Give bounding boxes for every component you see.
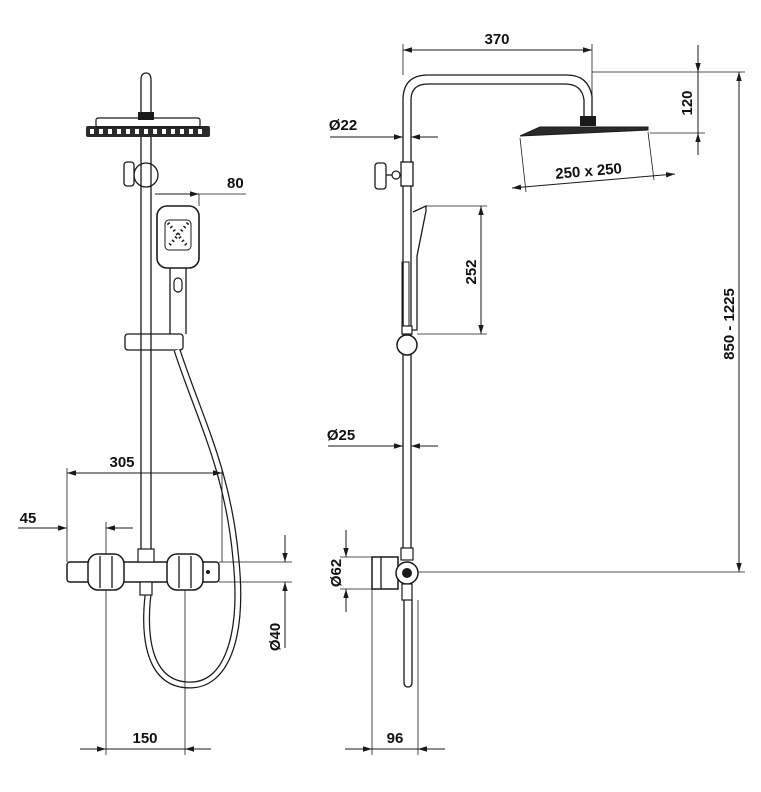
dim-45-label: 45 xyxy=(20,510,37,527)
dim-96-label: 96 xyxy=(387,730,404,747)
side-dimensions: 370 120 Ø22 250 x 250 252 850 - 1225 Ø25 xyxy=(327,31,745,755)
dim-850-1225-label: 850 - 1225 xyxy=(721,288,738,360)
thermostat-body-front xyxy=(66,548,220,596)
dim-250-label: 250 x 250 xyxy=(555,160,623,183)
front-dimensions: 80 305 45 Ø40 150 xyxy=(18,175,292,755)
diverter-knob-front xyxy=(123,161,159,188)
hand-shower-side xyxy=(401,204,427,335)
riser-top xyxy=(140,72,152,112)
rain-head-side xyxy=(519,126,649,137)
front-view xyxy=(66,72,242,689)
diverter-side xyxy=(374,161,414,190)
dim-120-label: 120 xyxy=(679,90,696,115)
rain-head-front xyxy=(86,112,210,137)
arm-outer xyxy=(402,74,593,162)
arm-inner xyxy=(410,83,585,162)
slider-ball-side xyxy=(396,334,418,356)
dim-d62-label: Ø62 xyxy=(328,559,345,587)
dim-d25-label: Ø25 xyxy=(327,427,355,444)
hand-shower-front xyxy=(156,205,200,334)
dim-d40-label: Ø40 xyxy=(267,623,284,651)
dim-305-label: 305 xyxy=(109,454,134,471)
side-view xyxy=(371,74,649,688)
dim-d22-label: Ø22 xyxy=(329,117,357,134)
dim-252-label: 252 xyxy=(463,259,480,284)
head-mount-side xyxy=(580,116,596,126)
dim-370-label: 370 xyxy=(484,31,509,48)
dim-150-label: 150 xyxy=(132,730,157,747)
dim-80-label: 80 xyxy=(227,175,244,192)
thermostat-side xyxy=(371,547,419,688)
slider-holder-front xyxy=(124,333,184,351)
hose-outline xyxy=(143,348,242,689)
